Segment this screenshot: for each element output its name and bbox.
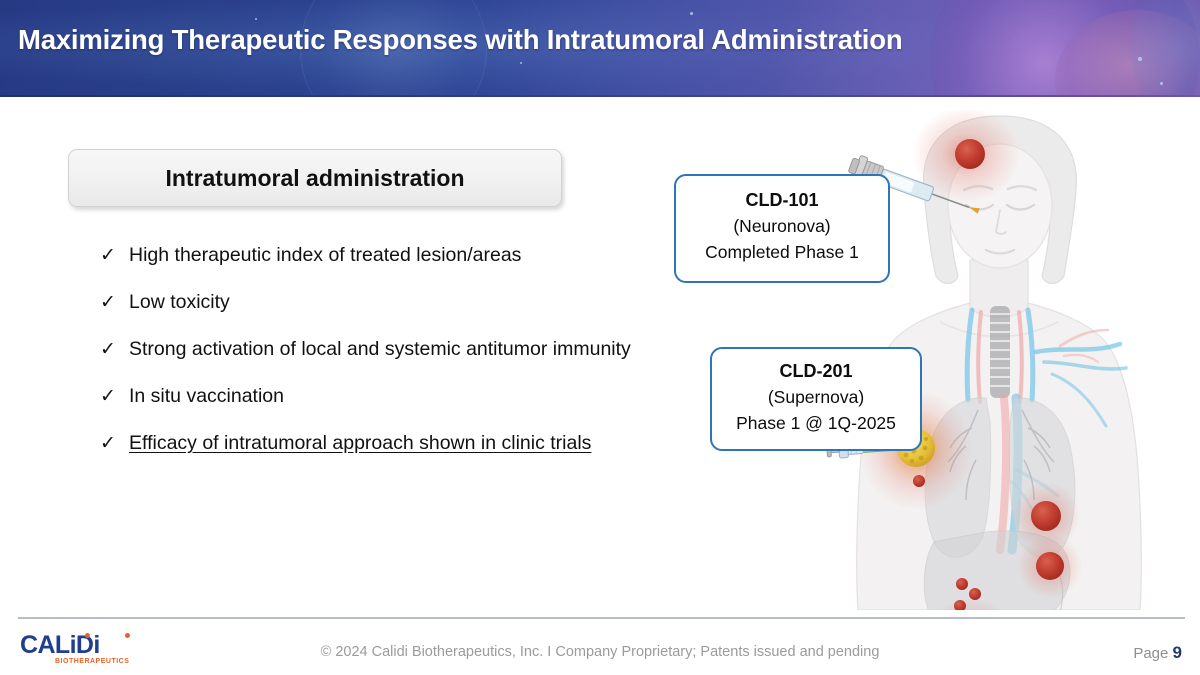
footer-divider [18,617,1185,619]
list-item: ✓ In situ vaccination [100,383,700,410]
checkmark-icon: ✓ [100,291,116,313]
lung-tumor-upper [1031,501,1061,531]
callout-title: CLD-101 [745,190,819,210]
logo-tagline: BIOTHERAPEUTICS [55,658,130,665]
page-number-value: 9 [1172,643,1182,662]
banner-speck-icon [1138,57,1142,61]
list-item: ✓ Strong activation of local and systemi… [100,336,700,363]
list-item-label: In situ vaccination [129,385,285,407]
section-heading-box: Intratumoral administration [68,149,562,207]
callout-status: Phase 1 @ 1Q-2025 [736,413,896,433]
lymph-node-tumor [954,600,966,610]
trachea [990,306,1010,398]
banner-cell-blob-right [1130,0,1200,97]
slide-title: Maximizing Therapeutic Responses with In… [18,24,903,55]
head-tumor [955,139,985,169]
logo-dot-icon [85,633,90,638]
banner-bottom-rule [0,95,1200,97]
checkmark-icon: ✓ [100,385,116,407]
checkmark-icon: ✓ [100,244,116,266]
footer-copyright: © 2024 Calidi Biotherapeutics, Inc. I Co… [320,644,880,660]
callout-subtitle: (Neuronova) [733,216,831,236]
list-item: ✓ High therapeutic index of treated lesi… [100,242,700,269]
banner-speck-icon [140,38,143,41]
list-item-label: Efficacy of intratumoral approach shown … [129,432,592,454]
benefits-bullet-list: ✓ High therapeutic index of treated lesi… [100,242,700,477]
callout-status: Completed Phase 1 [705,242,859,262]
checkmark-icon: ✓ [100,338,116,360]
banner-speck-icon [255,18,257,20]
page-number: Page 9 [1133,643,1182,663]
list-item: ✓ Low toxicity [100,289,700,316]
banner-speck-icon [690,12,693,15]
list-item-label: High therapeutic index of treated lesion… [129,244,522,266]
banner-speck-icon [520,62,522,64]
lymph-node-tumor [969,588,981,600]
callout-subtitle: (Supernova) [767,387,865,407]
lung-tumor-lower [1036,552,1064,580]
calidi-logo: CALiDi BIOTHERAPEUTICS [20,631,142,667]
callout-title: CLD-201 [779,361,853,381]
banner-speck-icon [1160,82,1163,85]
callout-cld-201[interactable]: CLD-201 (Supernova) Phase 1 @ 1Q-2025 [710,347,922,451]
banner-cell-blob-pink [1055,10,1200,97]
logo-dot-icon [125,633,130,638]
list-item: ✓ Efficacy of intratumoral approach show… [100,430,700,457]
slide-header-banner: Maximizing Therapeutic Responses with In… [0,0,1200,97]
section-heading-label: Intratumoral administration [165,165,465,191]
lymph-node-tumor [956,578,968,590]
anatomy-illustration [820,110,1200,610]
lymph-node-tumor [913,475,925,487]
list-item-label: Low toxicity [129,291,230,313]
callout-cld-101[interactable]: CLD-101 (Neuronova) Completed Phase 1 [674,174,890,283]
checkmark-icon: ✓ [100,432,116,454]
page-number-label: Page [1133,645,1169,662]
list-item-label: Strong activation of local and systemic … [129,338,631,360]
